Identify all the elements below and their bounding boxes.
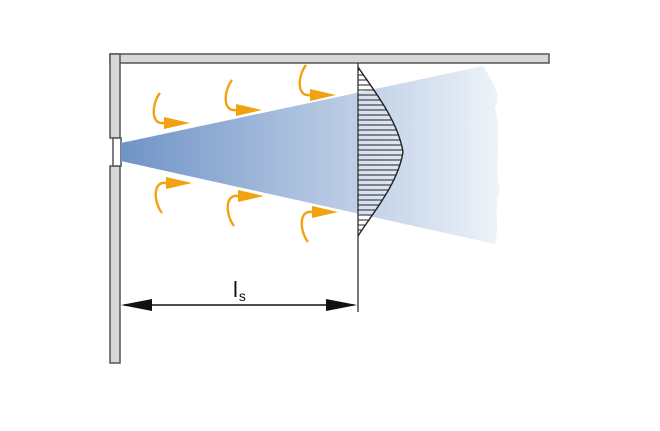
air-outlet (112, 137, 122, 167)
dimension-label-subscript: s (239, 288, 246, 304)
orange-curved-arrow-icon (152, 91, 192, 131)
dimension-label: ls (233, 277, 246, 304)
side-wall-upper (109, 53, 121, 139)
orange-curved-arrow-icon (224, 78, 264, 118)
side-wall-lower (109, 165, 121, 364)
air-jet-cone (121, 66, 500, 244)
room-walls (109, 53, 550, 364)
throw-distance-dimension: ls (121, 277, 357, 311)
arrowhead-icon (326, 299, 357, 311)
velocity-profile-fill (358, 67, 403, 236)
arrowhead-icon (121, 299, 152, 311)
dimension-label-main: l (233, 277, 238, 302)
ceiling-wall (109, 53, 550, 64)
velocity-profile-outline (357, 66, 404, 237)
orange-curved-arrow-icon (154, 175, 194, 215)
orange-curved-arrow-icon (226, 188, 266, 228)
orange-curved-arrow-icon (298, 63, 338, 103)
orange-curved-arrow-icon (300, 204, 340, 244)
